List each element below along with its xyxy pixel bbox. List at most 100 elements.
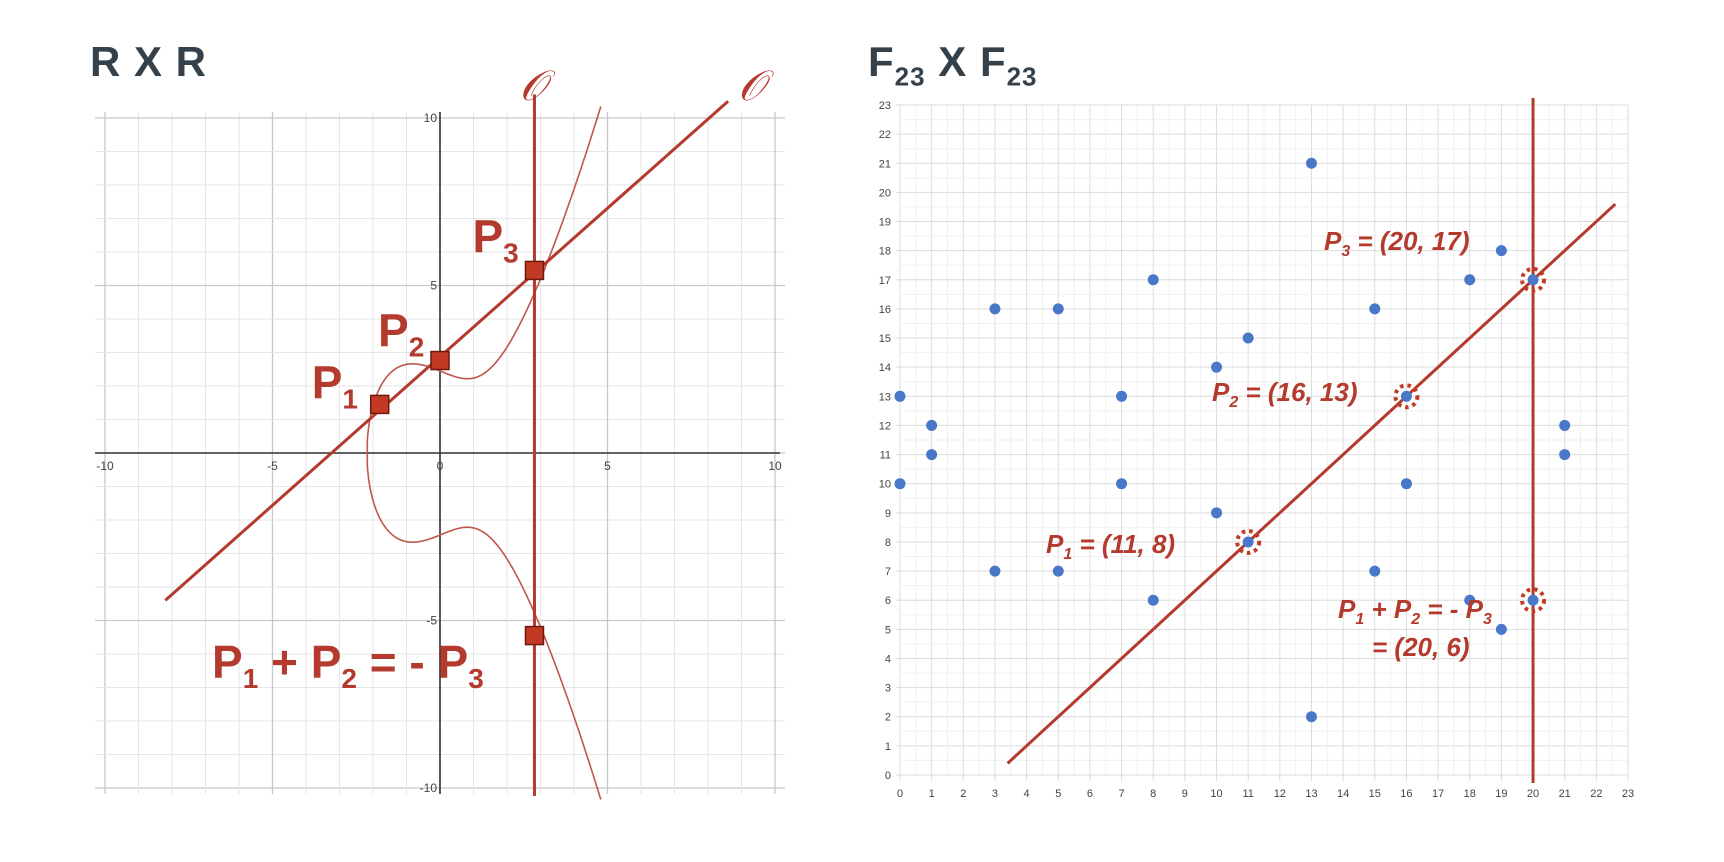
x-tick-label: 17 [1432,788,1444,800]
x-tick-label: 6 [1087,788,1093,800]
right-grid [896,104,1629,781]
field-point [926,449,938,461]
x-tick-label: 21 [1559,788,1571,800]
field-point [1495,623,1507,635]
field-point [1559,419,1571,431]
curve-point [524,625,545,646]
field-point [1495,245,1507,257]
field-point [1211,361,1223,373]
field-point [1369,303,1381,315]
field-point [1147,274,1159,286]
y-tick-label: 21 [879,158,891,170]
x-tick-label: 7 [1119,788,1125,800]
y-tick-label: 11 [880,450,891,462]
x-tick-label: 3 [992,788,998,800]
y-tick-label: 16 [879,304,891,316]
elliptic-curve [366,106,602,800]
field-point [894,390,906,402]
field-point [1400,478,1412,490]
right-lines [1006,98,1617,783]
x-tick-label: 0 [437,459,444,473]
y-tick-label: 5 [885,624,891,636]
x-tick-label: 11 [1242,788,1253,800]
title-f1: F [868,38,895,85]
y-tick-label: 15 [879,333,891,345]
highlight-center [1527,594,1539,606]
field-point [926,419,938,431]
x-tick-label: 10 [768,459,782,473]
y-tick-label: 1 [885,741,891,753]
y-tick-label: 10 [424,111,438,125]
field-point [1211,507,1223,519]
field-point [989,303,1001,315]
label-p2: P2 = (16, 13) [1212,377,1357,411]
x-tick-label: 18 [1464,788,1476,800]
y-tick-label: 7 [885,566,891,578]
x-tick-label: 5 [604,459,611,473]
title-x: X [925,38,980,85]
y-tick-label: 12 [879,420,891,432]
x-tick-label: 14 [1337,788,1349,800]
highlight-ring [1520,587,1547,614]
right-labels: P1 = (11, 8) P2 = (16, 13) P3 = (20, 17) P1… [1046,226,1492,662]
field-point [1147,594,1159,606]
y-tick-label: 3 [885,683,891,695]
field-point [1242,332,1254,344]
highlight-ring [1520,266,1547,293]
y-tick-label: -10 [420,781,438,795]
highlight-center [1527,274,1539,286]
x-tick-label: 12 [1274,788,1286,800]
label-sum-value: = (20, 6) [1372,632,1470,662]
title-f2: F [979,38,1007,85]
y-tick-label: 2 [885,712,891,724]
left-curve [366,106,602,800]
highlight-ring [1235,528,1262,555]
highlight-center [1400,390,1412,402]
field-point [1116,390,1128,402]
title-s1: 23 [894,61,926,92]
field-point [989,565,1001,577]
highlight-ring [1393,383,1420,410]
x-tick-label: 5 [1055,788,1061,800]
x-tick-label: 4 [1024,788,1030,800]
x-tick-label: 9 [1182,788,1188,800]
field-point [1305,711,1317,723]
field-point [1369,565,1381,577]
secant-line-mod [1006,202,1617,765]
label-p3: P3 = (20, 17) [1324,226,1469,260]
field-point [894,478,906,490]
y-tick-label: 14 [879,362,891,374]
field-point [1305,157,1317,169]
label-sum: P1 + P2 = - P3 [1338,594,1492,628]
x-tick-label: -10 [96,459,114,473]
y-tick-label: 5 [430,279,437,293]
y-tick-label: 19 [879,217,891,229]
x-tick-label: 0 [897,788,903,800]
title-s2: 23 [1006,61,1038,92]
highlight-center [1242,536,1254,548]
y-tick-label: 20 [879,187,891,199]
y-tick-label: 4 [885,653,891,665]
y-tick-label: 23 [879,100,891,112]
y-tick-label: 22 [879,129,891,141]
field-point [1116,478,1128,490]
y-tick-label: 17 [879,275,891,287]
x-tick-label: 10 [1210,788,1222,800]
x-tick-label: 15 [1369,788,1381,800]
y-tick-label: 9 [885,508,891,520]
y-tick-label: 13 [879,391,891,403]
x-tick-label: 16 [1400,788,1412,800]
curve-point [369,394,390,415]
point-label-p3: P3 [472,210,518,268]
x-tick-label: 13 [1305,788,1317,800]
title-real-text: R X R [90,38,208,85]
x-tick-label: 19 [1495,788,1507,800]
x-tick-label: 23 [1622,788,1634,800]
point-label-p1: P1 [312,356,358,414]
y-tick-label: 18 [879,246,891,258]
label-p1: P1 = (11, 8) [1046,529,1175,563]
